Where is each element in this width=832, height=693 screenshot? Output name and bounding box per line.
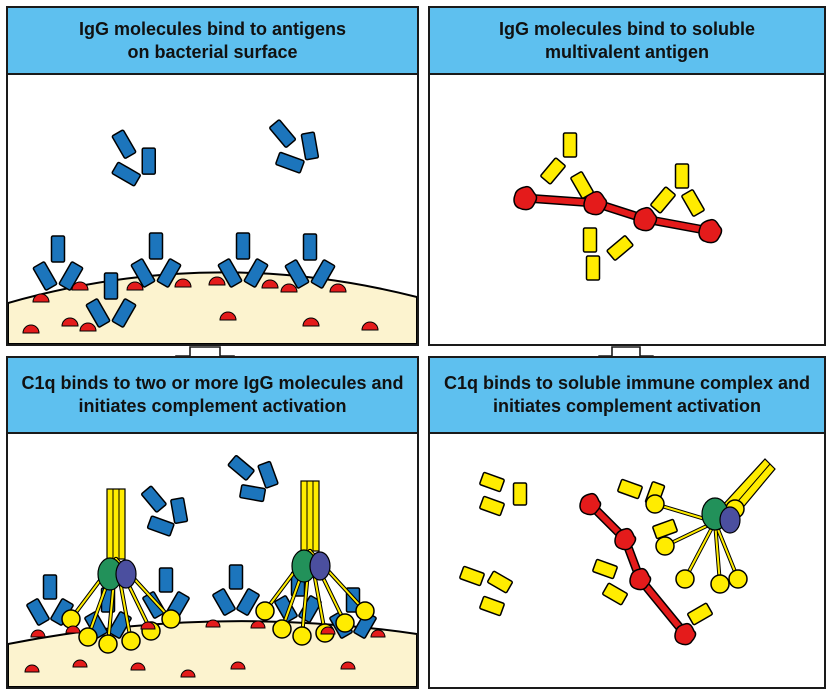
bound-igg bbox=[33, 236, 83, 291]
igg-fragment bbox=[649, 185, 677, 215]
panel-top-left: IgG molecules bind to antigens on bacter… bbox=[6, 6, 419, 346]
free-igg bbox=[478, 471, 506, 493]
igg-fragment bbox=[562, 132, 578, 158]
bound-igg bbox=[686, 602, 714, 626]
c1q-binding-surface-illustration bbox=[8, 434, 417, 687]
title-line-1: IgG molecules bind to antigens bbox=[78, 18, 347, 39]
bound-igg bbox=[616, 478, 644, 500]
free-igg bbox=[512, 482, 528, 506]
bound-igg bbox=[601, 582, 629, 606]
title-line-2: on bacterial surface bbox=[127, 41, 298, 62]
soluble-antigen-illustration bbox=[513, 132, 723, 281]
igg-fragment bbox=[680, 188, 706, 218]
title-line-1: C1q binds to two or more IgG molecules a… bbox=[21, 373, 404, 393]
multivalent-antigen bbox=[513, 185, 723, 244]
bound-igg bbox=[212, 565, 259, 616]
c1q-complex bbox=[645, 458, 776, 594]
panel-title: C1q binds to two or more IgG molecules a… bbox=[8, 358, 417, 434]
title-line-1: C1q binds to soluble immune complex and bbox=[443, 373, 811, 393]
free-igg bbox=[128, 475, 197, 544]
igg-fragment bbox=[674, 163, 690, 189]
panel-bottom-left: C1q binds to two or more IgG molecules a… bbox=[6, 356, 419, 689]
bound-igg bbox=[591, 558, 619, 580]
title-line-1: IgG molecules bind to soluble bbox=[498, 18, 756, 39]
title-line-2: initiates complement activation bbox=[78, 396, 347, 416]
bacterial-binding-illustration bbox=[8, 75, 417, 344]
igg-fragment bbox=[569, 170, 595, 200]
panel-title: C1q binds to soluble immune complex and … bbox=[430, 358, 824, 434]
panel-title: IgG molecules bind to antigens on bacter… bbox=[8, 8, 417, 75]
free-igg bbox=[96, 120, 167, 192]
free-igg bbox=[458, 565, 486, 587]
free-igg bbox=[478, 495, 506, 517]
bound-igg bbox=[651, 518, 679, 540]
multivalent-antigen bbox=[579, 492, 697, 646]
free-igg bbox=[217, 442, 286, 511]
c1q-immune-complex-illustration bbox=[458, 458, 776, 646]
igg-fragment bbox=[605, 234, 635, 262]
igg-fragment bbox=[585, 255, 601, 281]
panel-title: IgG molecules bind to soluble multivalen… bbox=[430, 8, 824, 75]
igg-fragment bbox=[539, 156, 567, 186]
title-line-2: initiates complement activation bbox=[492, 396, 762, 416]
igg-fragment bbox=[582, 227, 598, 253]
c1q-complex bbox=[254, 479, 376, 647]
antigen bbox=[30, 629, 46, 638]
free-igg bbox=[255, 108, 329, 182]
panel-bottom-right: C1q binds to soluble immune complex and … bbox=[428, 356, 826, 689]
free-igg bbox=[486, 570, 514, 594]
panel-top-right: IgG molecules bind to soluble multivalen… bbox=[428, 6, 826, 346]
title-line-2: multivalent antigen bbox=[544, 41, 710, 62]
free-igg bbox=[478, 595, 506, 617]
